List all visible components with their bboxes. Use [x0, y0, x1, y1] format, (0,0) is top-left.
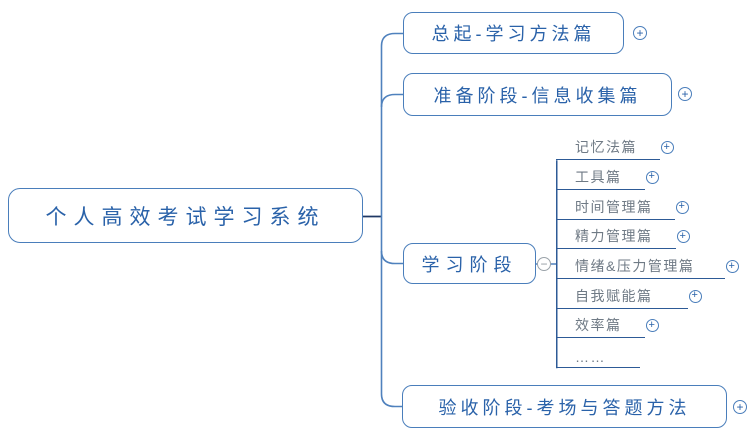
subtopic-row-empower[interactable]: 自我赋能篇 + [556, 279, 702, 309]
subtopic-label: 效率篇 [575, 317, 622, 334]
subtopic-label: 记忆法篇 [575, 139, 637, 156]
expand-icon-subtopic-4[interactable]: + [677, 230, 690, 244]
subtopic-row-time[interactable]: 时间管理篇 + [556, 190, 689, 220]
branch-topic-label: 学习阶段 [421, 254, 518, 275]
expand-icon-subtopic-6[interactable]: + [689, 289, 702, 303]
expand-icon-branch-4[interactable]: + [733, 400, 747, 414]
subtopic-label: 精力管理篇 [575, 228, 653, 245]
expand-icon-subtopic-5[interactable]: + [726, 260, 739, 274]
subtopic-list: 记忆法篇 + 工具篇 + 时间管理篇 + 精力管理篇 + 情绪&压力管理篇 + … [556, 131, 739, 369]
branch-topic-label: 验收阶段-考场与答题方法 [438, 397, 691, 418]
branch-topic-acceptance[interactable]: 验收阶段-考场与答题方法 [402, 385, 727, 428]
root-topic[interactable]: 个人高效考试学习系统 [8, 188, 363, 243]
branch-topic-label: 准备阶段-信息收集篇 [433, 85, 642, 106]
subtopic-row-energy[interactable]: 精力管理篇 + [556, 220, 690, 250]
expand-icon-subtopic-3[interactable]: + [676, 200, 689, 214]
branch-topic-learning[interactable]: 学习阶段 [403, 243, 536, 284]
branch-topic-preparation[interactable]: 准备阶段-信息收集篇 [403, 73, 672, 116]
connector-spine [380, 32, 403, 408]
expand-icon-subtopic-2[interactable]: + [646, 170, 659, 184]
root-topic-label: 个人高效考试学习系统 [45, 205, 326, 229]
connector-branch-3 [380, 250, 403, 265]
branch-topic-label: 总起-学习方法篇 [431, 24, 596, 44]
collapse-icon-branch-3[interactable]: − [537, 257, 551, 271]
subtopic-label: 工具篇 [575, 168, 622, 185]
subtopic-row-tools[interactable]: 工具篇 + [556, 160, 659, 190]
subtopic-label: 自我赋能篇 [575, 287, 653, 304]
expand-icon-branch-2[interactable]: + [678, 87, 692, 101]
subtopic-label: 情绪&压力管理篇 [575, 258, 695, 275]
expand-icon-subtopic-7[interactable]: + [646, 319, 659, 333]
expand-icon-subtopic-1[interactable]: + [661, 141, 674, 155]
branch-topic-overview[interactable]: 总起-学习方法篇 [403, 12, 624, 54]
subtopic-row-emotion[interactable]: 情绪&压力管理篇 + [556, 249, 739, 280]
subtopic-label: 时间管理篇 [575, 198, 653, 215]
subtopic-row-efficiency[interactable]: 效率篇 + [556, 309, 659, 339]
expand-icon-branch-1[interactable]: + [633, 26, 647, 40]
subtopic-row-memory[interactable]: 记忆法篇 + [556, 131, 674, 161]
subtopic-label: …… [575, 349, 606, 366]
connector-branch-2 [380, 93, 403, 108]
subtopic-row-more[interactable]: …… [556, 338, 640, 369]
